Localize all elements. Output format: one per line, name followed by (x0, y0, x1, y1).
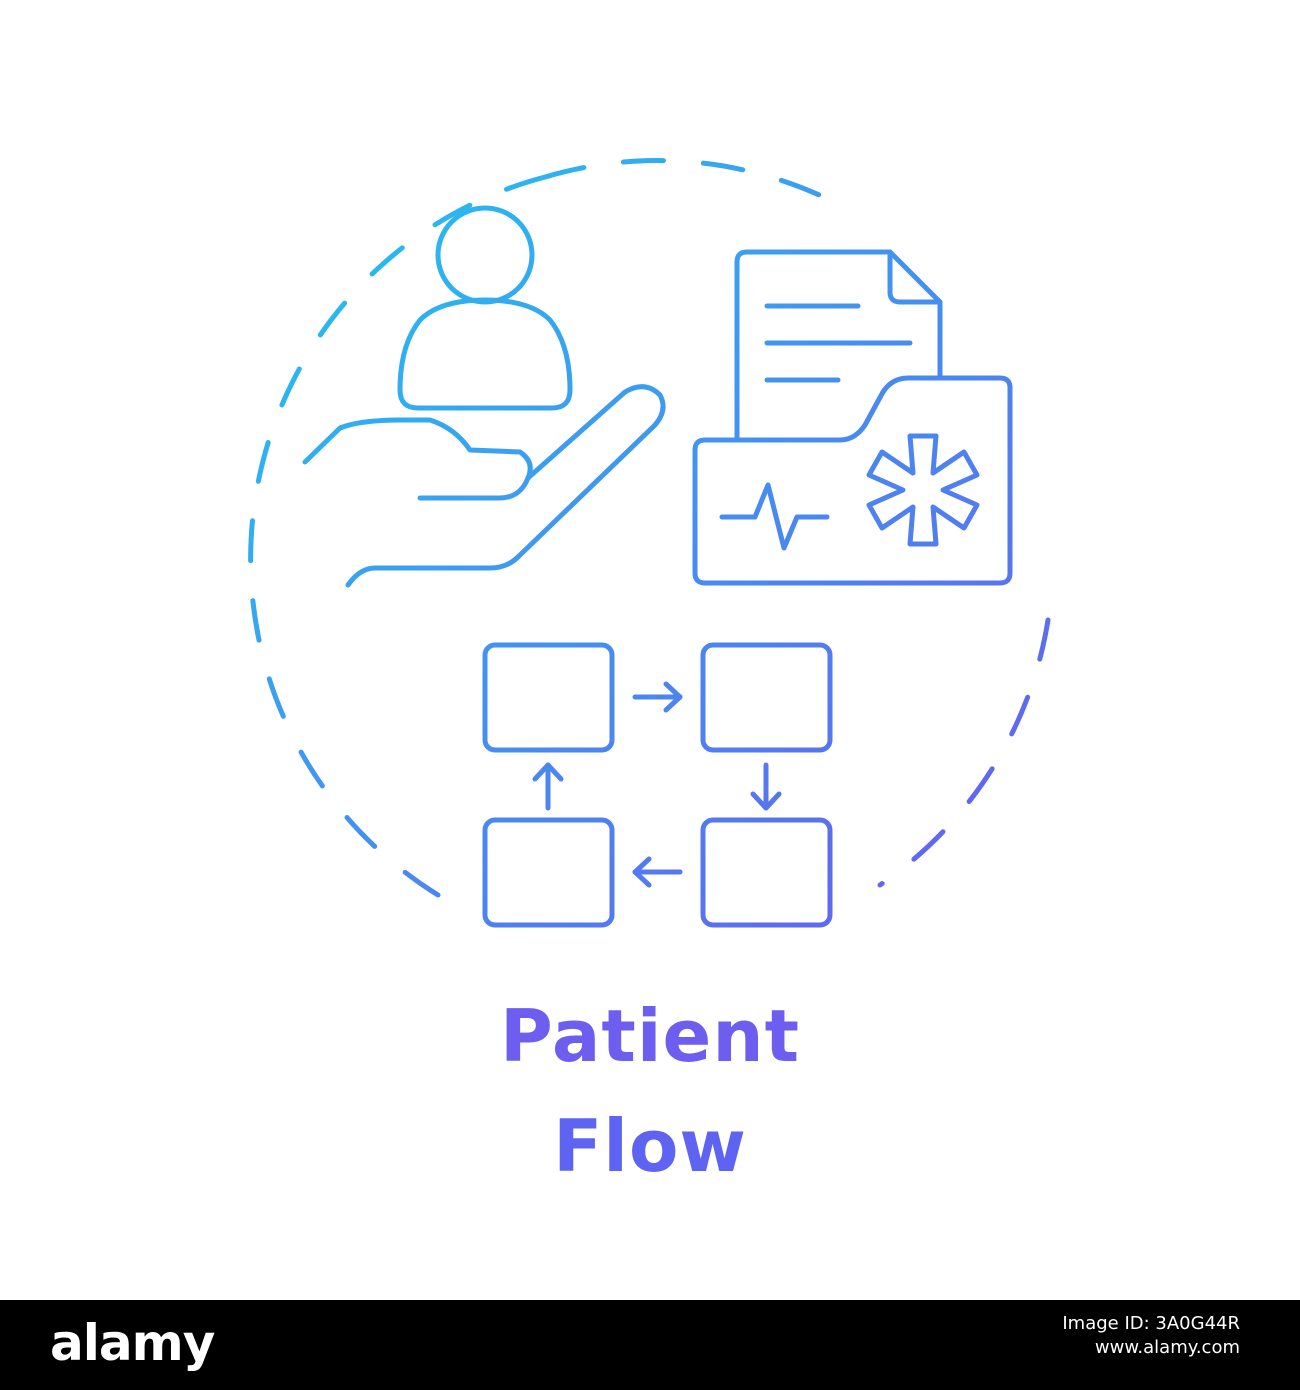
person-on-hand-icon (302, 205, 666, 588)
title-line-1: Patient (499, 994, 801, 1078)
dashed-circle-border (248, 158, 1051, 898)
medical-folder-icon (692, 249, 1013, 586)
patient-flow-illustration (248, 158, 1051, 928)
workflow-cycle-icon (482, 642, 833, 928)
image-id-text: Image ID: 3A0G44R (1062, 1313, 1240, 1334)
site-url-text: www.alamy.com (1094, 1337, 1240, 1359)
alamy-logo: alamy (50, 1314, 215, 1372)
watermark-footer: alamy Image ID: 3A0G44R www.alamy.com (0, 1300, 1300, 1390)
title-line-2: Flow (553, 1104, 747, 1188)
image-id-block: Image ID: 3A0G44R www.alamy.com (1062, 1312, 1240, 1361)
